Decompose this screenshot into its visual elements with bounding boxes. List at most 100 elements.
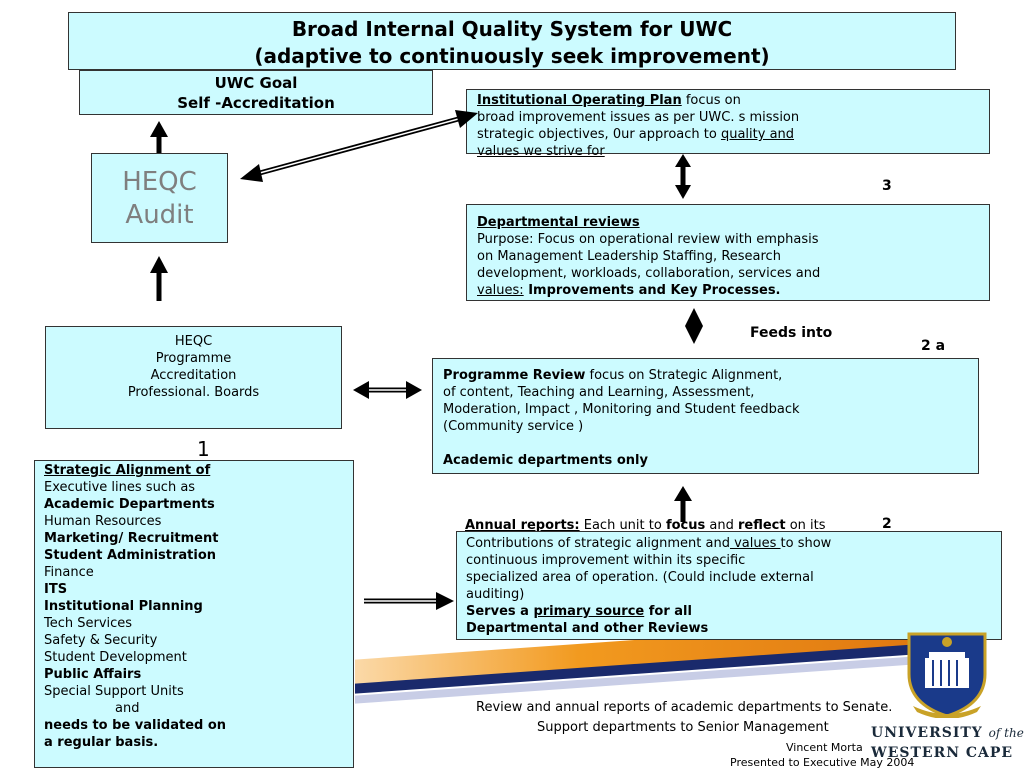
heqc-programme-box: HEQC Programme Accreditation Professiona…	[45, 326, 342, 429]
prog-line-1: Programme Review focus on Strategic Alig…	[443, 367, 782, 384]
footer-line-2: Support departments to Senior Management	[537, 720, 829, 735]
up-arrow-programme-to-audit	[150, 256, 168, 301]
title-line-2: (adaptive to continuously seek improveme…	[254, 44, 770, 68]
iop-line-3: strategic objectives, 0ur approach to qu…	[477, 126, 794, 143]
footer-line-1: Review and annual reports of academic de…	[476, 700, 893, 715]
annual-h-and: and	[705, 518, 738, 533]
prog-line-1-rest: focus on Strategic Alignment,	[585, 368, 783, 383]
double-arrow-iop-dept	[675, 154, 691, 199]
presented-note: Presented to Executive May 2004	[730, 756, 915, 769]
label-2: 2	[882, 516, 892, 532]
annual-line-5b: primary source	[533, 604, 645, 619]
strategic-heading: Strategic Alignment of	[44, 463, 211, 478]
strategic-line-1: Executive lines such as	[44, 480, 196, 495]
strategic-line-15: needs to be validated on	[44, 718, 227, 733]
annual-line-1a: Contributions of strategic alignment and	[466, 536, 730, 551]
heqc-audit-line-2: Audit	[125, 200, 194, 230]
annual-heading: Annual reports:	[465, 518, 580, 533]
dept-line-4a: values:	[477, 283, 524, 298]
dept-heading: Departmental reviews	[477, 215, 640, 230]
heqc-prog-line-2: Programme	[155, 351, 232, 366]
annual-line-1: Contributions of strategic alignment and…	[466, 535, 831, 552]
uwc-goal-box: UWC Goal Self -Accreditation	[79, 70, 433, 115]
strategic-line-16: a regular basis.	[44, 735, 159, 750]
label-2a: 2 a	[921, 338, 946, 354]
uwc-crest-logo	[903, 628, 991, 719]
double-arrow-dept-programme	[685, 308, 703, 344]
label-1: 1	[197, 437, 210, 461]
annual-reports-box: Contributions of strategic alignment and…	[456, 531, 1002, 640]
logo-western-cape-text: WESTERN CAPE	[871, 745, 1014, 761]
double-arrow-audit-iop	[240, 110, 478, 182]
right-arrow-strategic-to-annual	[364, 592, 454, 610]
annual-h-rest-1: Each unit to	[579, 518, 666, 533]
iop-line-4: values we strive for	[477, 144, 605, 159]
iop-heading: Institutional Operating Plan	[477, 93, 682, 108]
prog-line-5: Academic departments only	[443, 453, 648, 468]
annual-line-5c: for all	[644, 604, 692, 619]
iop-line-1: Institutional Operating Plan focus on	[477, 92, 741, 109]
strategic-line-5: Student Administration	[44, 548, 217, 563]
dept-line-1: Purpose: Focus on operational review wit…	[477, 232, 819, 247]
dept-line-4b: Improvements and Key Processes.	[523, 283, 781, 298]
annual-line-5a: Serves a	[466, 604, 534, 619]
strategic-line-7: ITS	[44, 582, 68, 597]
strategic-line-4: Marketing/ Recruitment	[44, 531, 219, 546]
goal-line-1: UWC Goal	[214, 74, 298, 92]
annual-h-rest-2: on its	[785, 518, 826, 533]
goal-line-2: Self -Accreditation	[177, 94, 335, 112]
annual-h-reflect: reflect	[737, 518, 786, 533]
strategic-line-11: Student Development	[44, 650, 187, 665]
heqc-prog-line-3: Accreditation	[150, 368, 237, 383]
strategic-line-9: Tech Services	[44, 616, 133, 631]
strategic-line-3: Human Resources	[44, 514, 162, 529]
annual-line-3: specialized area of operation. (Could in…	[466, 570, 814, 585]
programme-review-box: Programme Review focus on Strategic Alig…	[432, 358, 979, 474]
iop-line-1-rest: focus on	[681, 93, 741, 108]
strategic-line-14: and	[115, 701, 140, 716]
up-arrow-audit-to-goal	[150, 121, 168, 153]
heqc-prog-line-1: HEQC	[174, 334, 213, 349]
prog-line-4: (Community service )	[443, 419, 584, 434]
heqc-prog-line-4: Professional. Boards	[127, 385, 260, 400]
annual-heading-line: Annual reports: Each unit to focus and r…	[465, 517, 826, 534]
iop-line-3a: strategic objectives, 0ur approach to	[477, 127, 721, 142]
double-arrow-heqc-programme-review	[353, 381, 422, 399]
strategic-line-2: Academic Departments	[44, 497, 215, 512]
prog-heading: Programme Review	[443, 368, 586, 383]
annual-line-1b: values	[729, 536, 781, 551]
dept-line-3: development, workloads, collaboration, s…	[477, 266, 821, 281]
strategic-alignment-box: Strategic Alignment of Executive lines s…	[34, 460, 354, 768]
annual-line-4: auditing)	[466, 587, 525, 602]
label-3: 3	[882, 178, 892, 194]
strategic-line-8: Institutional Planning	[44, 599, 203, 614]
title-box: Broad Internal Quality System for UWC (a…	[68, 12, 956, 70]
heqc-audit-box: HEQC Audit	[91, 153, 228, 243]
dept-line-4: values: Improvements and Key Processes.	[477, 282, 781, 299]
logo-line-1: UNIVERSITY	[871, 725, 983, 741]
title-line-1: Broad Internal Quality System for UWC	[291, 17, 733, 41]
strategic-line-13: Special Support Units	[44, 684, 184, 699]
annual-line-5: Serves a primary source for all	[466, 603, 692, 620]
heqc-audit-line-1: HEQC	[122, 167, 197, 197]
strategic-line-12: Public Affairs	[44, 667, 142, 682]
author-name: Vincent Morta	[786, 741, 863, 754]
annual-line-1c: to show	[780, 536, 832, 551]
logo-of-the: of the	[988, 726, 1024, 740]
prog-line-2: of content, Teaching and Learning, Asses…	[443, 385, 755, 400]
feeds-into-label: Feeds into	[750, 325, 833, 341]
iop-line-3b: quality and	[720, 127, 795, 142]
annual-line-6: Departmental and other Reviews	[466, 621, 709, 636]
institutional-operating-plan-box: Institutional Operating Plan focus on br…	[466, 89, 990, 159]
iop-line-2: broad improvement issues as per UWC. s m…	[477, 110, 800, 125]
departmental-reviews-box: Departmental reviews Purpose: Focus on o…	[466, 204, 990, 301]
logo-university-text: UNIVERSITY of the	[871, 724, 1024, 742]
prog-line-3: Moderation, Impact , Monitoring and Stud…	[443, 402, 800, 417]
annual-h-focus: focus	[665, 518, 706, 533]
up-arrow-annual-to-programme	[674, 486, 692, 522]
strategic-line-6: Finance	[44, 565, 94, 580]
annual-line-2: continuous improvement within its specif…	[466, 553, 746, 568]
dept-line-2: on Management Leadership Staffing, Resea…	[477, 249, 781, 264]
strategic-line-10: Safety & Security	[44, 633, 158, 648]
